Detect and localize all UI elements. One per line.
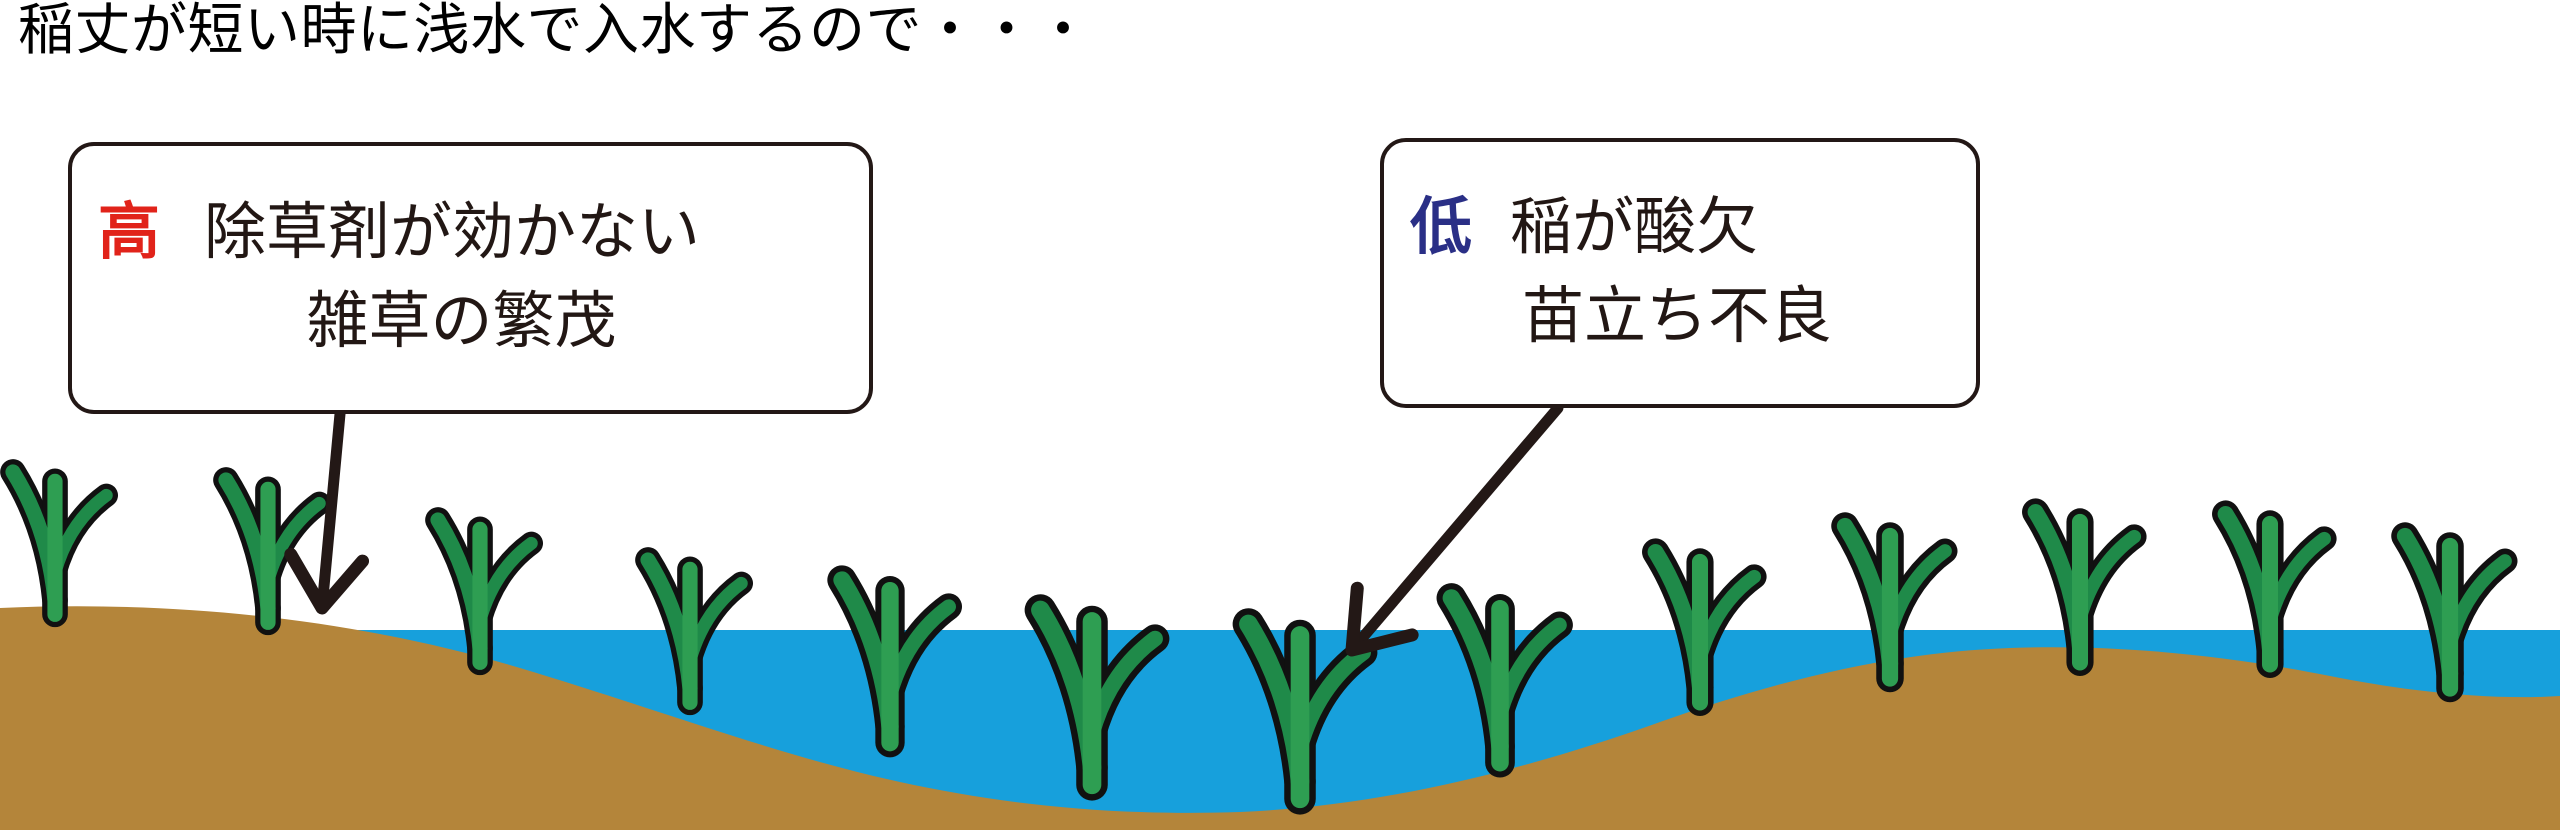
rice-seedling [0, 459, 118, 628]
rice-seedling [2391, 522, 2518, 703]
callout-low-line-1: 稲が酸欠 [1510, 189, 1759, 263]
callout-low-first-row: 低 稲が酸欠 [1410, 189, 1950, 263]
callout-low-line-2: 苗立ち不良 [1521, 279, 1832, 352]
rice-seedling [1642, 538, 1767, 717]
rice-seedling [1232, 608, 1378, 815]
rice-seedling [1024, 594, 1170, 801]
rice-seedling [827, 565, 963, 758]
callout-high-line-1: 除草剤が効かない [204, 194, 701, 268]
rice-seedling [1436, 583, 1573, 778]
rice-seedlings-group [0, 459, 2518, 815]
level-badge-low: 低 [1410, 189, 1473, 263]
rice-seedling [425, 507, 543, 676]
rice-seedling [635, 547, 753, 716]
callout-high-water: 高 除草剤が効かない 雑草の繁茂 [68, 142, 873, 414]
rice-seedling [213, 467, 331, 636]
high-arrow [284, 408, 370, 615]
rice-seedling [1831, 512, 1958, 693]
level-badge-high: 高 [98, 194, 161, 268]
callout-high-line-2: 雑草の繁茂 [306, 284, 617, 357]
low-arrow [1345, 402, 1564, 657]
rice-seedling [2212, 500, 2337, 679]
callout-high-first-row: 高 除草剤が効かない [98, 194, 843, 268]
rice-seedling [2022, 498, 2147, 677]
page-title: 稲丈が短い時に浅水で入水するので・・・ [18, 0, 1092, 63]
pointer-arrows-group [284, 402, 1564, 657]
callout-low-water: 低 稲が酸欠 苗立ち不良 [1380, 138, 1980, 408]
soil-layer [0, 606, 2560, 830]
